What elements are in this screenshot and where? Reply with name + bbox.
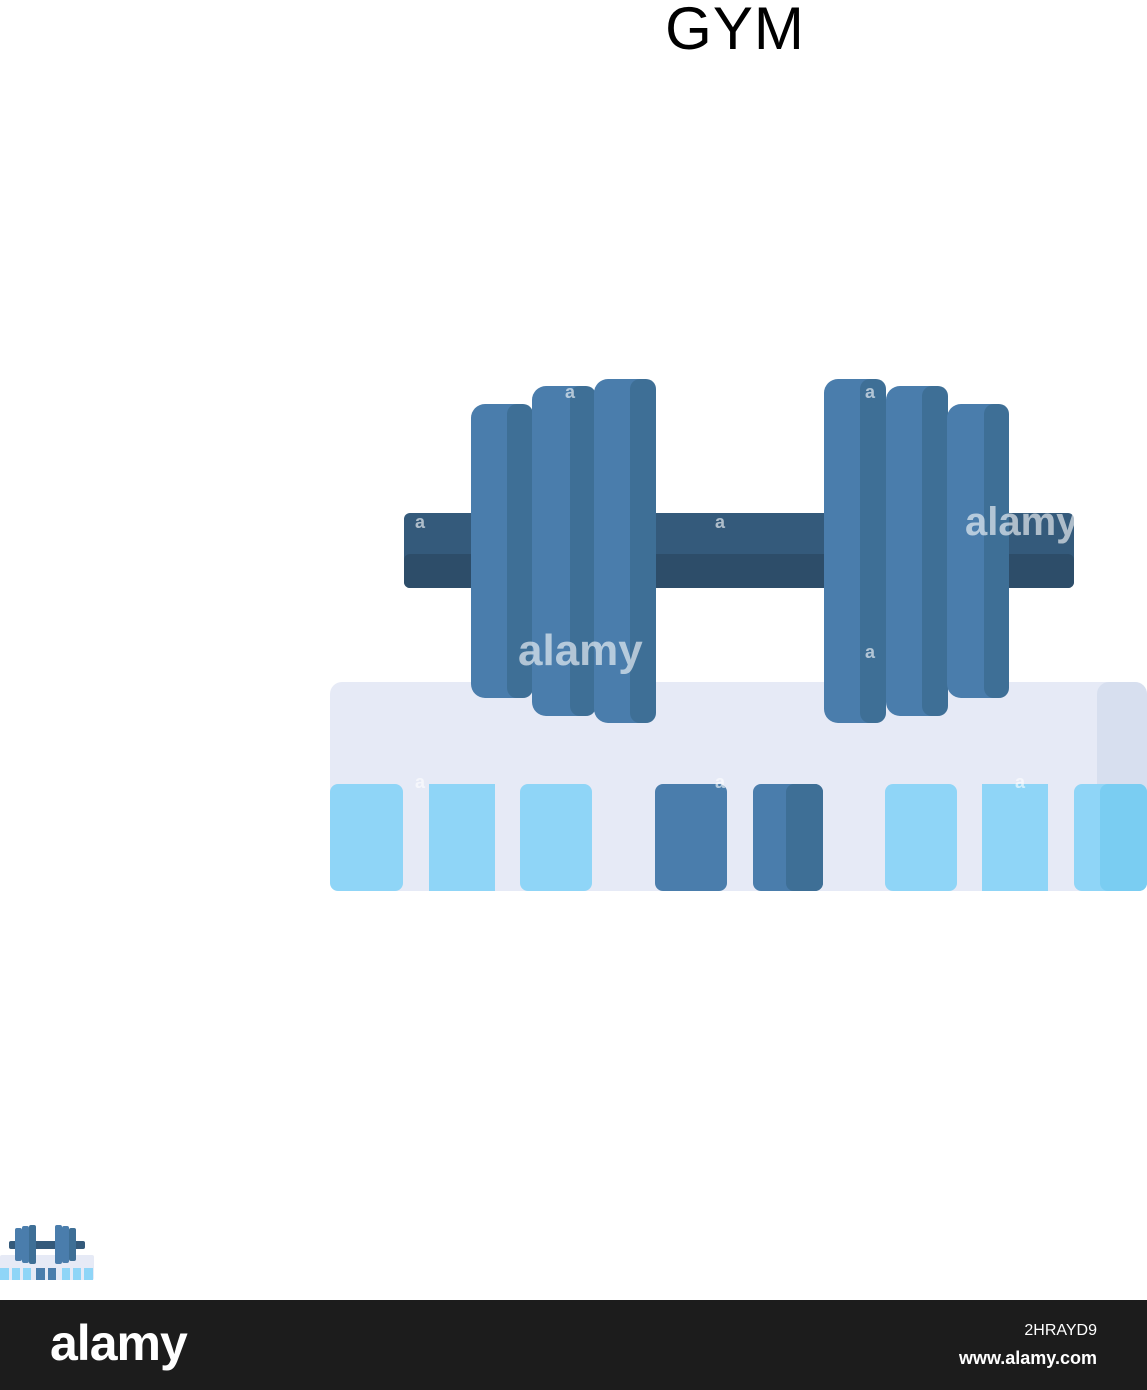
left-plate-inner-shade [630, 379, 656, 723]
image-id: 2HRAYD9 [1024, 1322, 1097, 1339]
watermark-right: alamy [965, 500, 1079, 544]
footer-bar: alamy 2HRAYD9 www.alamy.com [0, 1300, 1147, 1390]
watermark-mark-1: a [415, 512, 426, 532]
window-5 [982, 784, 1048, 891]
watermark-mark-2: a [715, 512, 726, 532]
right-plate-middle-shade [922, 386, 948, 716]
brand-logo: alamy [50, 1315, 188, 1371]
watermark-mark-4: a [865, 382, 876, 402]
watermark-mark-3: a [565, 382, 576, 402]
left-plate-middle-shade [570, 386, 596, 716]
window-4 [885, 784, 957, 891]
watermark-mark-8: a [1015, 772, 1026, 792]
right-plate-outer-shade [984, 404, 1009, 698]
right-plate-inner-shade [860, 379, 886, 723]
watermark-mark-5: a [865, 642, 876, 662]
gym-icon-thumbnail [0, 1225, 94, 1280]
window-2 [429, 784, 495, 891]
window-3 [520, 784, 592, 891]
site-url: www.alamy.com [958, 1348, 1097, 1368]
watermark-mark-7: a [715, 772, 726, 792]
left-plate-outer-shade [507, 404, 533, 698]
window-1 [330, 784, 403, 891]
gym-icon: alamy alamy a a a a a a a a [330, 379, 1147, 891]
watermark-mark-6: a [415, 772, 426, 792]
window-6-shade [1100, 784, 1147, 891]
door-right-shade [786, 784, 823, 891]
icon-title: GYM [665, 0, 805, 62]
door-left [655, 784, 727, 891]
watermark-center: alamy [518, 626, 643, 675]
image-canvas: GYM alamy alamy [0, 0, 1147, 1280]
